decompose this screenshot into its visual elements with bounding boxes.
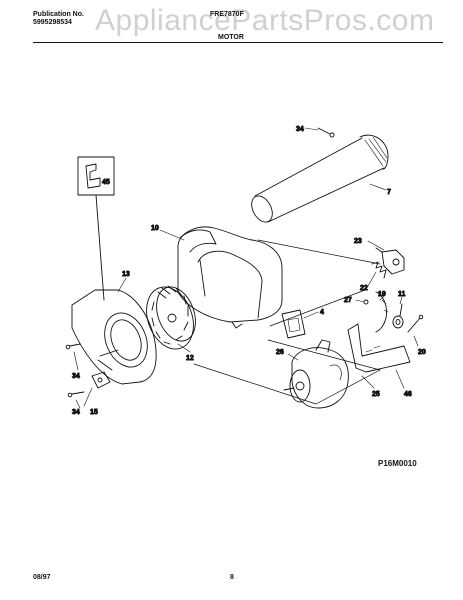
callout-23: 23 [354,238,362,245]
part-10-blower-housing [177,226,283,329]
callout-12: 12 [186,355,194,362]
leader-lines [73,127,419,409]
part-13-bulkhead [71,289,157,385]
callout-46: 46 [404,391,412,398]
publication-number: 5995298534 [33,19,72,26]
footer-date: 08/97 [33,574,51,581]
callout-19: 19 [378,291,386,298]
part-34-screws-lower [65,343,85,398]
part-27-screw [363,299,369,305]
part-45-inset [77,156,115,301]
section-title: MOTOR [218,34,244,41]
callout-20: 20 [418,349,426,356]
callout-26: 26 [276,349,284,356]
header-rule [33,42,443,43]
part-22-spring [371,261,387,279]
publication-label: Publication No. [33,11,84,18]
callout-34-top: 34 [296,126,304,133]
page-number: 8 [230,574,234,581]
callout-10: 10 [151,225,159,232]
callout-27: 27 [344,297,352,304]
part-25-46-mount [347,323,411,373]
part-7-duct [251,134,389,223]
callout-22: 22 [360,285,368,292]
part-26-motor [283,339,349,409]
callout-11: 11 [398,291,406,298]
part-23-switch [375,247,405,275]
callout-25: 25 [372,391,380,398]
part-20-screw [407,314,424,333]
part-12-blower-wheel [146,285,196,350]
callout-34-left: 34 [72,373,80,380]
part-34-screw-top [317,127,335,138]
part-11-pulley [392,303,404,329]
part-19-belt-switch-arm [375,291,389,333]
callout-7: 7 [387,189,391,196]
assembly-plane-lines [193,239,381,405]
model-number: FRE7870F [210,11,244,18]
watermark: AppliancePartsPros.com [95,4,435,37]
part-15-clip [91,371,111,389]
callout-13: 13 [122,271,130,278]
part-4-bracket [281,309,306,339]
figure-id: P16M0010 [378,459,417,468]
callout-15: 15 [90,409,98,416]
callout-45: 45 [102,179,110,186]
callout-4: 4 [320,309,324,316]
callout-34-bottom: 34 [72,409,80,416]
